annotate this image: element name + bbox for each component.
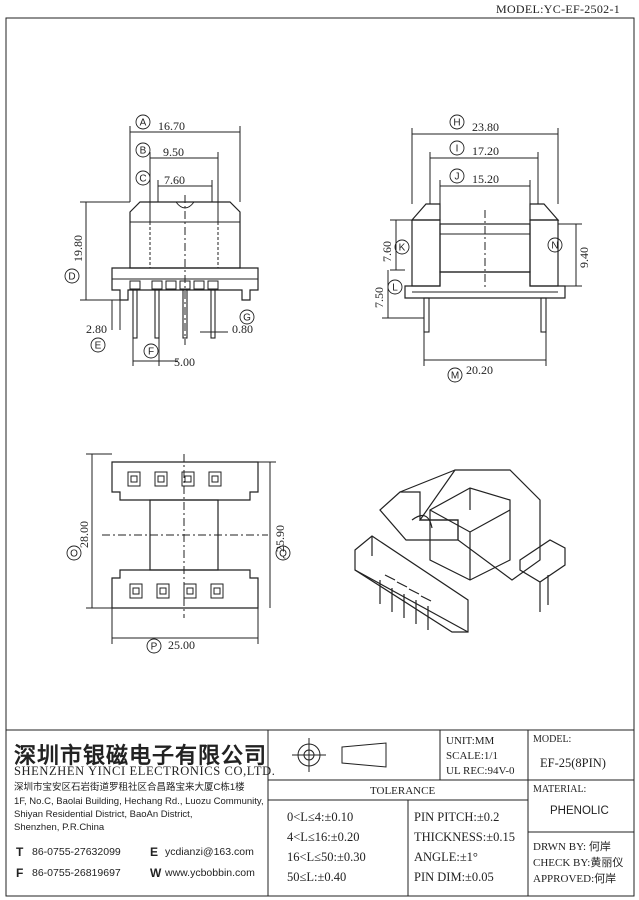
dim-h-value: 23.80 xyxy=(472,120,499,134)
letter-d: D xyxy=(68,272,75,283)
letter-b: B xyxy=(140,146,147,157)
letter-k: K xyxy=(399,243,406,254)
tolerance-left-4: 50≤L:±0.40 xyxy=(287,870,347,884)
tolerance-left-1: 0<L≤4:±0.10 xyxy=(287,810,354,824)
model-label: MODEL: xyxy=(533,734,572,745)
email-label: E xyxy=(150,845,159,859)
dim-i-value: 17.20 xyxy=(472,144,499,158)
isometric-view xyxy=(354,469,566,633)
dim-k-value: 7.60 xyxy=(380,241,394,262)
approved-by: APPROVED:何岸 xyxy=(533,873,617,885)
projection-symbol-icon xyxy=(292,738,387,772)
dim-m-value: 20.20 xyxy=(466,363,493,377)
fax-label: F xyxy=(16,866,24,880)
dim-q-value: 25.90 xyxy=(273,525,287,552)
model-value: EF-25(8PIN) xyxy=(540,756,606,770)
letter-c: C xyxy=(139,174,146,185)
dim-g-value: 0.80 xyxy=(232,322,253,336)
dim-b-value: 9.50 xyxy=(163,145,184,159)
letter-i: I xyxy=(456,144,459,155)
address-en-2: Shiyan Residential District, BaoAn Distr… xyxy=(14,809,193,820)
letter-j: J xyxy=(455,172,460,183)
company-name-en: SHENZHEN YINCI ELECTRONICS CO,LTD. xyxy=(14,764,276,778)
fax-number: 86-0755-26819697 xyxy=(32,867,121,879)
letter-o: O xyxy=(70,549,78,560)
tolerance-left-3: 16<L≤50:±0.30 xyxy=(287,850,366,864)
tel-label: T xyxy=(16,845,24,859)
web-address: www.ycbobbin.com xyxy=(165,867,255,879)
letter-m: M xyxy=(451,371,459,382)
material-value: PHENOLIC xyxy=(550,805,609,817)
letter-e: E xyxy=(95,341,102,352)
dim-a-value: 16.70 xyxy=(158,119,185,133)
letter-g: G xyxy=(243,313,251,324)
scale-text: SCALE:1/1 xyxy=(446,750,498,762)
tolerance-right-1: PIN PITCH:±0.2 xyxy=(414,810,500,824)
dim-o-value: 28.00 xyxy=(77,521,91,548)
company-name-cn: 深圳市银磁电子有限公司 xyxy=(14,744,268,769)
dim-d-value: 19.80 xyxy=(71,235,85,262)
front-view xyxy=(80,126,259,366)
dim-c-value: 7.60 xyxy=(164,173,185,187)
tolerance-left-2: 4<L≤16:±0.20 xyxy=(287,830,360,844)
material-label: MATERIAL: xyxy=(533,784,587,795)
letter-p: P xyxy=(151,642,158,653)
dim-j-value: 15.20 xyxy=(472,172,499,186)
letter-a: A xyxy=(140,118,147,129)
unit-text: UNIT:MM xyxy=(446,735,495,747)
check-by: CHECK BY:黄丽仪 xyxy=(533,857,624,869)
address-cn: 深圳市宝安区石岩街道罗租社区合昌路宝来大厦C栋1楼 xyxy=(14,782,245,793)
dim-e-value: 2.80 xyxy=(86,322,107,336)
dim-l-value: 7.50 xyxy=(372,287,386,308)
tolerance-right-2: THICKNESS:±0.15 xyxy=(414,830,515,844)
tolerance-right-4: PIN DIM:±0.05 xyxy=(414,870,494,884)
email-address: ycdianzi@163.com xyxy=(165,846,254,858)
model-header: MODEL:YC-EF-2502-1 xyxy=(496,2,621,16)
side-view xyxy=(382,128,582,366)
dim-p-value: 25.00 xyxy=(168,638,195,652)
web-label: W xyxy=(150,866,162,880)
tolerance-title: TOLERANCE xyxy=(370,785,436,797)
letter-f: F xyxy=(148,347,154,358)
drawn-by: DRWN BY: 何岸 xyxy=(533,841,611,853)
address-en-3: Shenzhen, P.R.China xyxy=(14,822,105,833)
letter-n: N xyxy=(551,241,558,252)
address-en-1: 1F, No.C, Baolai Building, Hechang Rd., … xyxy=(14,796,264,807)
letter-q: Q xyxy=(279,549,287,560)
letter-l: L xyxy=(392,283,398,294)
callout-letters xyxy=(64,114,563,654)
title-block-lines xyxy=(5,729,635,897)
ul-text: UL REC:94V-0 xyxy=(446,765,515,777)
top-view xyxy=(86,453,276,644)
dim-n-value: 9.40 xyxy=(577,247,591,268)
letter-h: H xyxy=(453,118,460,129)
tel-number: 86-0755-27632099 xyxy=(32,846,121,858)
dim-f-value: 5.00 xyxy=(174,355,195,369)
tolerance-right-3: ANGLE:±1° xyxy=(414,850,478,864)
